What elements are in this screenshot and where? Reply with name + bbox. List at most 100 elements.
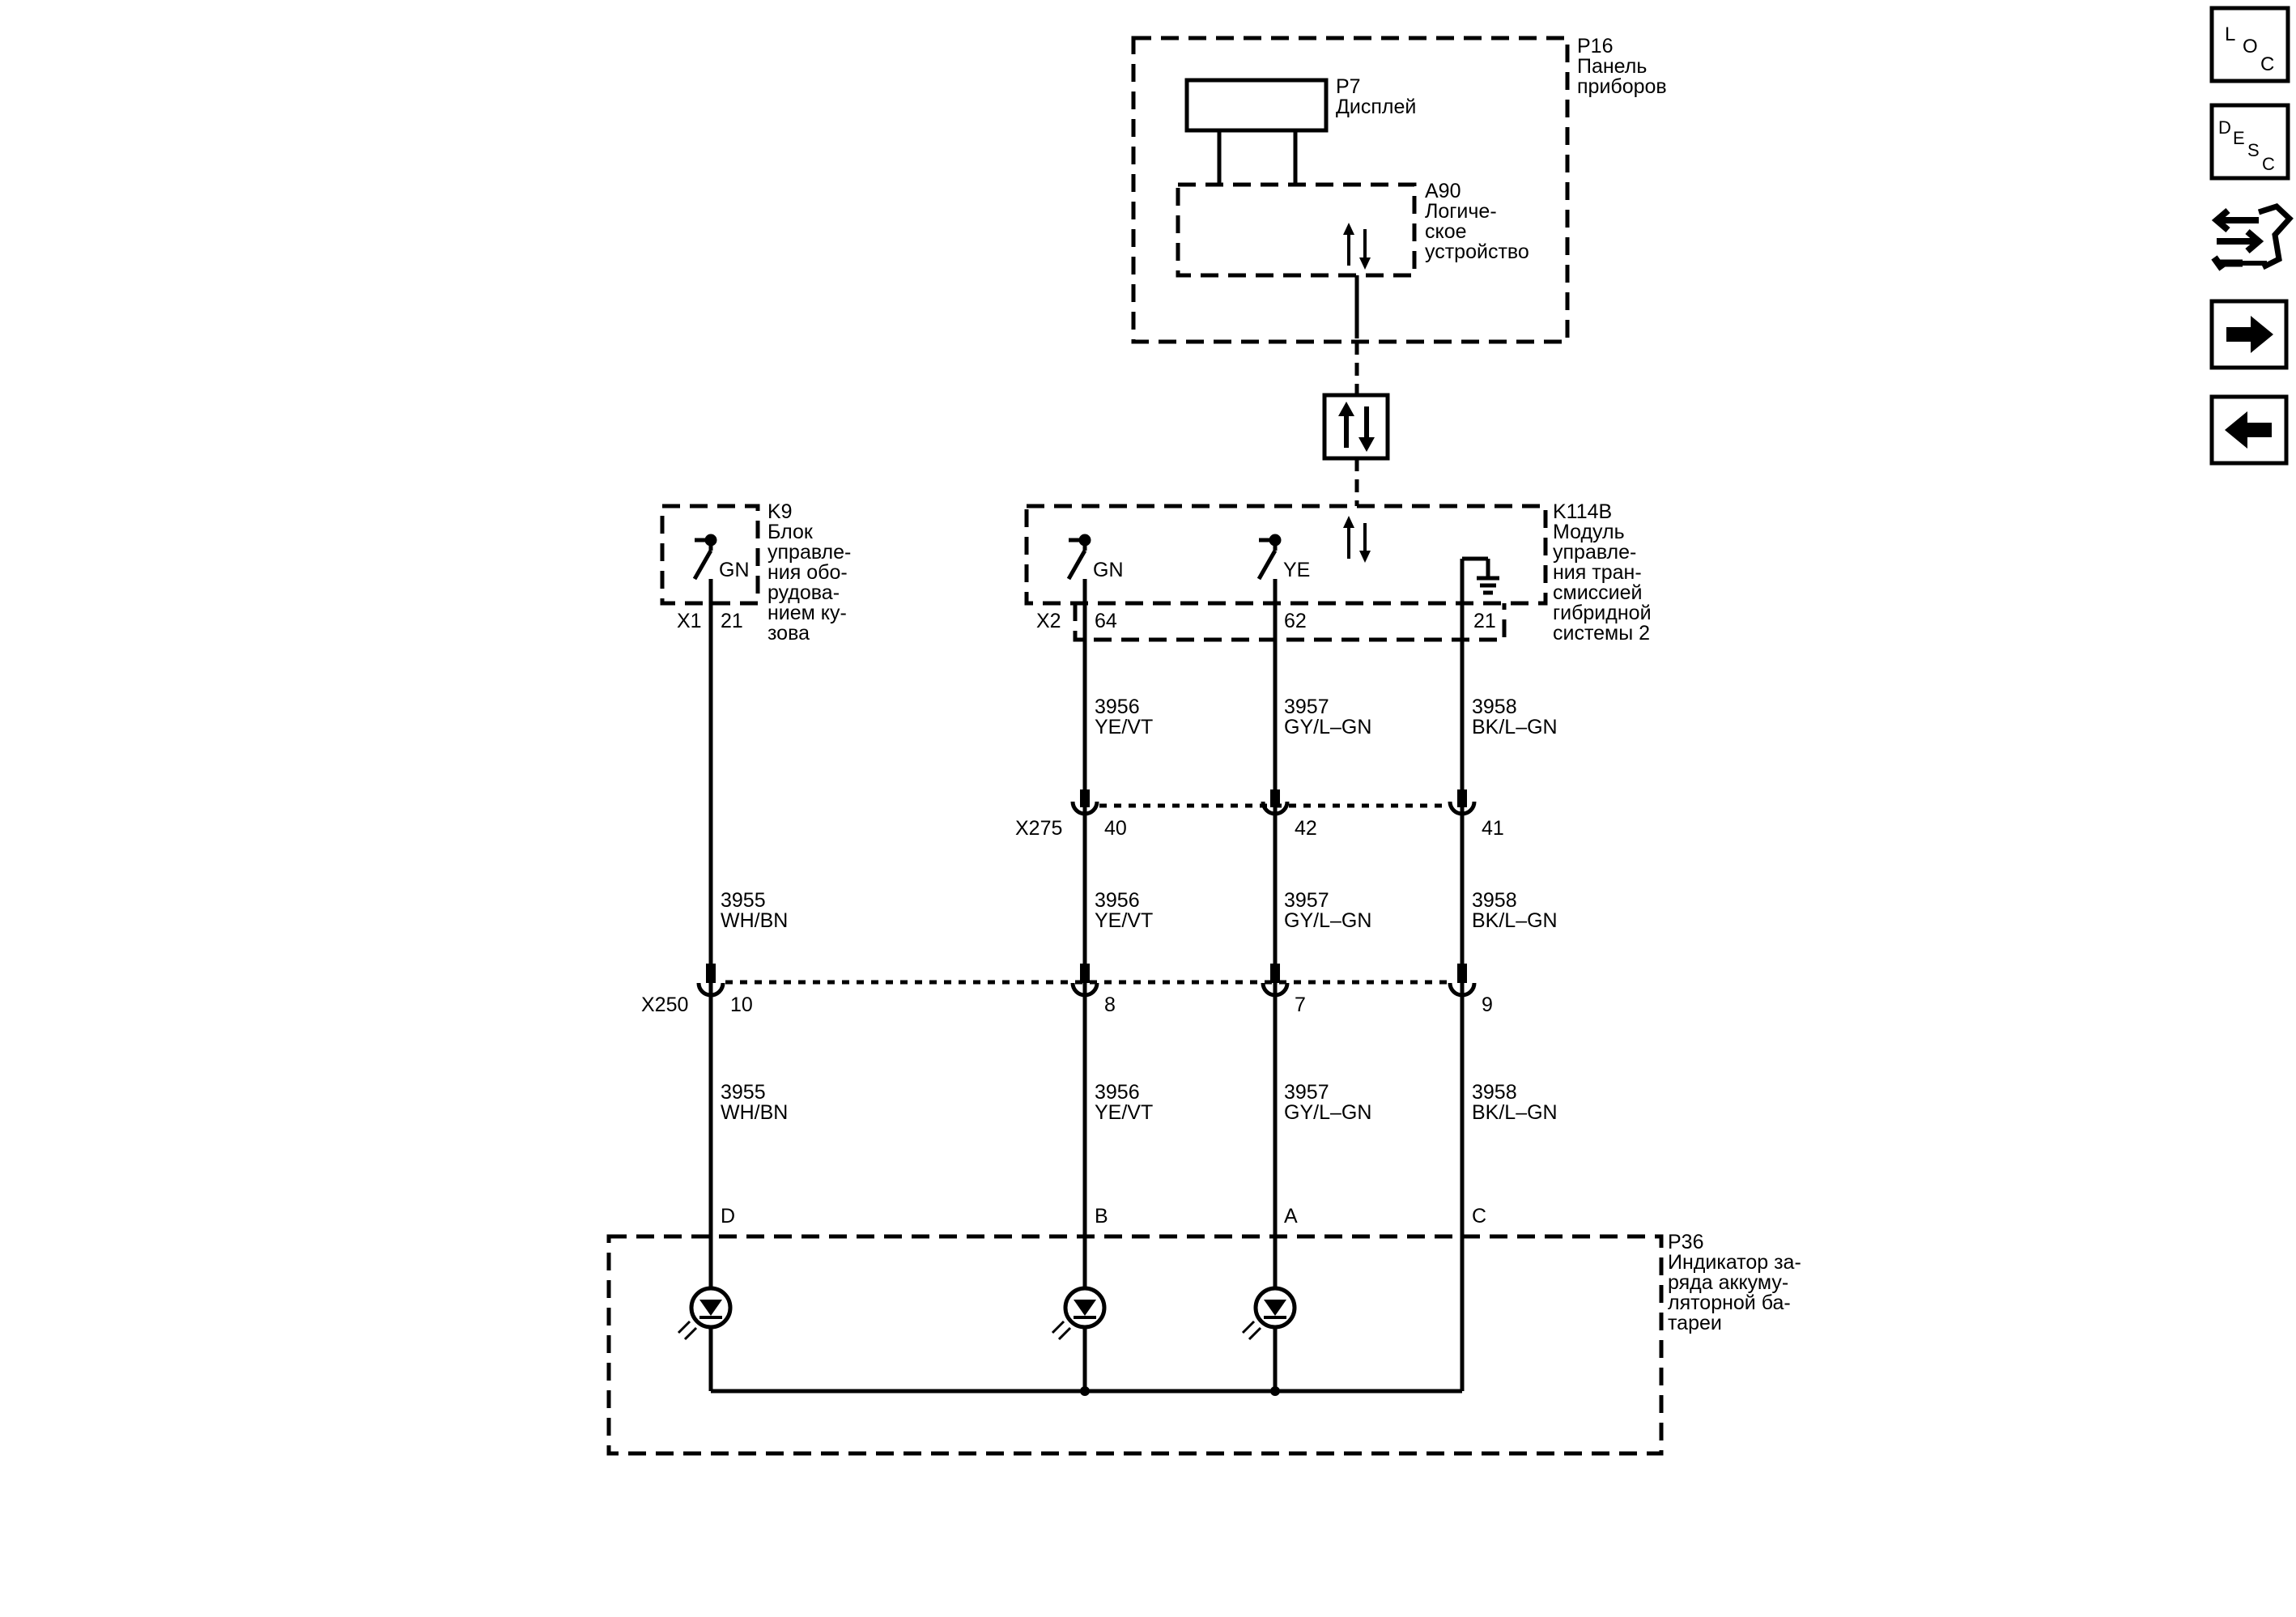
p16-outline (1131, 36, 1570, 344)
x2-pin-62: 62 (1284, 610, 1307, 632)
p7-display-box (1184, 78, 1329, 133)
component-p36: P36 Индикатор за- ряда аккуму- ляторной … (606, 1205, 1801, 1456)
wire-3958-seg3-color: BK/L–GN (1472, 1101, 1558, 1124)
connector-x250: X250 10 8 7 9 (641, 964, 1493, 1016)
k9-switch-label: GN (719, 559, 750, 581)
x250-pin-9: 9 (1482, 994, 1493, 1016)
k114b-data-arrows-icon (1343, 516, 1371, 563)
p36-ref: P36 (1668, 1231, 1703, 1253)
p16-name-1: Панель (1577, 55, 1647, 78)
x275-pin-40-cup (1070, 801, 1099, 816)
wire-3958-seg1-circuit: 3958 (1472, 696, 1517, 718)
wire-3958-seg3-circuit: 3958 (1472, 1081, 1517, 1104)
wire-3957-seg3-color: GY/L–GN (1284, 1101, 1371, 1124)
k114b-ref: K114B (1553, 500, 1612, 523)
k9-name-6: зова (767, 622, 810, 645)
bus-junction-a (1270, 1386, 1280, 1396)
ground-icon (1460, 556, 1499, 603)
nav-forward-button[interactable] (2209, 299, 2289, 370)
component-k114b: K114B Модуль управле- ния тран- смиссией… (1024, 500, 1652, 645)
loc-letter-c: C (2260, 53, 2274, 75)
p36-outline (606, 1234, 1664, 1456)
wire-3957-seg2-circuit: 3957 (1284, 889, 1329, 912)
desc-letter-c: C (2262, 154, 2275, 174)
wire-3958-seg2-circuit: 3958 (1472, 889, 1517, 912)
p7-name: Дисплей (1336, 96, 1416, 118)
arrow-right-icon (2226, 316, 2273, 353)
x250-pin-8: 8 (1104, 994, 1116, 1016)
wire-3958-seg2-color: BK/L–GN (1472, 909, 1558, 932)
wire-3955-seg3-circuit: 3955 (721, 1081, 766, 1104)
x2-connector-outline (1073, 603, 1507, 642)
p36-name-1: Индикатор за- (1668, 1251, 1801, 1274)
nav-loc-button[interactable]: L O C (2209, 6, 2290, 83)
led-b-icon (1051, 1286, 1107, 1341)
wire-3955-seg2-color: WH/BN (721, 909, 788, 932)
k114b-name-5: гибридной (1553, 602, 1652, 624)
x275-connector-name: X275 (1015, 817, 1062, 840)
k9-name-5: нием ку- (767, 602, 847, 624)
a90-name-3: устройство (1425, 240, 1529, 263)
led-a-icon (1241, 1286, 1297, 1341)
p36-name-3: ляторной ба- (1668, 1291, 1791, 1314)
wire-3955-seg3-color: WH/BN (721, 1101, 788, 1124)
x1-pin-21: 21 (721, 610, 743, 632)
p36-name-2: ряда аккуму- (1668, 1271, 1788, 1294)
x250-pin-7: 7 (1295, 994, 1306, 1016)
k9-name-3: ния обо- (767, 561, 848, 584)
k9-name-4: рудова- (767, 581, 840, 604)
k9-ref: K9 (767, 500, 793, 523)
wire-3957-seg2-color: GY/L–GN (1284, 909, 1371, 932)
x275-pin-41: 41 (1482, 817, 1504, 840)
a90-data-arrows-icon (1343, 223, 1371, 270)
x2-pin-64: 64 (1095, 610, 1117, 632)
x250-pin-7-cup (1261, 982, 1290, 998)
loc-letter-o: O (2243, 36, 2258, 57)
serial-data-arrows-icon (1338, 402, 1375, 452)
x2-connector-name: X2 (1036, 610, 1061, 632)
k114b-switch-gn (1066, 534, 1091, 581)
nav-back-button[interactable] (2209, 394, 2289, 466)
p16-ref: P16 (1577, 35, 1613, 57)
arrow-left-icon (2225, 411, 2272, 449)
x250-connector-name: X250 (641, 994, 688, 1016)
connector-repair-icon[interactable] (2211, 203, 2294, 271)
led-d-icon (677, 1286, 733, 1341)
wire-3957-seg3-circuit: 3957 (1284, 1081, 1329, 1104)
k114b-name-6: системы 2 (1553, 622, 1650, 645)
k114b-switch-ye-label: YE (1283, 559, 1310, 581)
p36-pin-c: C (1472, 1205, 1486, 1228)
desc-letter-s: S (2247, 140, 2260, 160)
x2-pin-21: 21 (1473, 610, 1496, 632)
k9-switch (692, 534, 717, 581)
p36-pin-a: A (1284, 1205, 1298, 1228)
k114b-outline (1024, 504, 1548, 606)
wire-runs (708, 579, 1465, 1394)
component-p16: P16 Панель приборов P7 Дисплей A90 Логич… (1131, 35, 1667, 344)
x1-connector-name: X1 (677, 610, 702, 632)
wire-3956-seg1-color: YE/VT (1095, 716, 1153, 738)
k114b-switch-gn-label: GN (1093, 559, 1124, 581)
wire-3955-seg2-circuit: 3955 (721, 889, 766, 912)
k114b-name-2: управле- (1553, 541, 1636, 564)
wire-3958-seg1-color: BK/L–GN (1472, 716, 1558, 738)
x275-pin-42-cup (1261, 801, 1290, 816)
p36-pin-d: D (721, 1205, 735, 1228)
k9-outline (660, 504, 760, 606)
p7-ref: P7 (1336, 75, 1361, 98)
component-k9: K9 Блок управле- ния обо- рудова- нием к… (660, 500, 851, 645)
nav-desc-button[interactable]: D E S C (2209, 103, 2290, 181)
p36-pin-b: B (1095, 1205, 1108, 1228)
wire-3956-seg2-color: YE/VT (1095, 909, 1153, 932)
a90-outline (1176, 182, 1417, 278)
p36-name-4: тареи (1668, 1312, 1722, 1334)
k9-name-2: управле- (767, 541, 851, 564)
k114b-name-4: смиссией (1553, 581, 1643, 604)
a90-name-2: ское (1425, 220, 1467, 243)
x250-pin-10-cup (696, 982, 725, 998)
wire-3956-seg3-circuit: 3956 (1095, 1081, 1140, 1104)
wire-3956-seg1-circuit: 3956 (1095, 696, 1140, 718)
x275-pin-41-cup (1448, 801, 1477, 816)
a90-ref: A90 (1425, 180, 1461, 202)
